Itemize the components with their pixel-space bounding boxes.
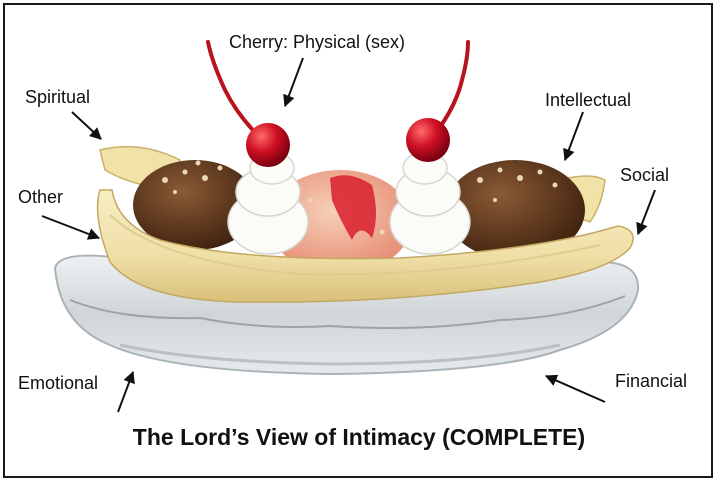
arrow-financial <box>546 376 605 402</box>
label-intellectual: Intellectual <box>545 90 631 111</box>
label-financial: Financial <box>615 371 687 392</box>
figure-caption: The Lord’s View of Intimacy (COMPLETE) <box>0 424 718 451</box>
arrow-spiritual <box>72 112 101 139</box>
label-cherry-physical: Cherry: Physical (sex) <box>229 32 405 53</box>
cherry-left <box>246 123 290 167</box>
whipped-cream-left <box>228 152 308 254</box>
arrow-intellectual <box>565 112 583 160</box>
arrow-emotional <box>118 372 133 412</box>
cherry-right <box>406 118 450 162</box>
whipped-cream-right <box>390 152 470 254</box>
label-spiritual: Spiritual <box>25 87 90 108</box>
label-emotional: Emotional <box>18 373 98 394</box>
label-other: Other <box>18 187 63 208</box>
arrow-social <box>638 190 655 234</box>
label-social: Social <box>620 165 669 186</box>
arrow-cherry <box>285 58 303 106</box>
arrow-other <box>42 216 99 238</box>
